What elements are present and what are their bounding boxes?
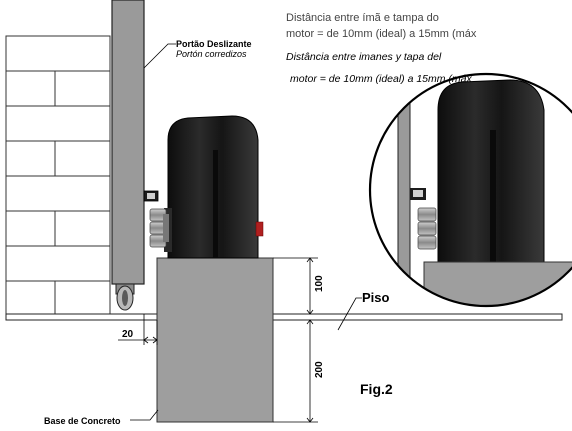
- figure-label: Fig.2: [360, 381, 393, 397]
- zoom-circle: [368, 72, 572, 308]
- note-es-line2: motor = de 10mm (ideal) a 15mm (máx: [290, 73, 473, 85]
- dimension-below-floor: 200: [314, 361, 325, 378]
- sliding-gate: [111, 0, 159, 311]
- floor-label: Piso: [362, 290, 390, 305]
- concrete-base: [156, 257, 274, 423]
- dimension-above-floor: 100: [314, 275, 325, 292]
- leader-lines: [130, 43, 362, 421]
- note-pt-line1: Distância entre ímã e tampa do: [286, 12, 439, 24]
- note-pt-line2: motor = de 10mm (ideal) a 15mm (máx: [286, 28, 477, 40]
- gate-label-es: Portón corredizos: [176, 49, 247, 59]
- dimension-offset: 20: [122, 329, 134, 340]
- gate-motor: [149, 115, 264, 259]
- dimension-lines: [118, 257, 318, 423]
- note-es-line1: Distância entre imanes y tapa del: [286, 51, 442, 63]
- pinion-gear: [149, 208, 169, 248]
- concrete-base-label: Base de Concreto: [44, 416, 121, 426]
- gate-label-pt: Portão Deslizante: [176, 39, 252, 49]
- floor: [5, 313, 563, 321]
- brick-wall: [5, 35, 111, 315]
- motor-red-cap: [255, 221, 264, 237]
- zoom-detail: [368, 72, 572, 308]
- wall-outline: [5, 35, 111, 315]
